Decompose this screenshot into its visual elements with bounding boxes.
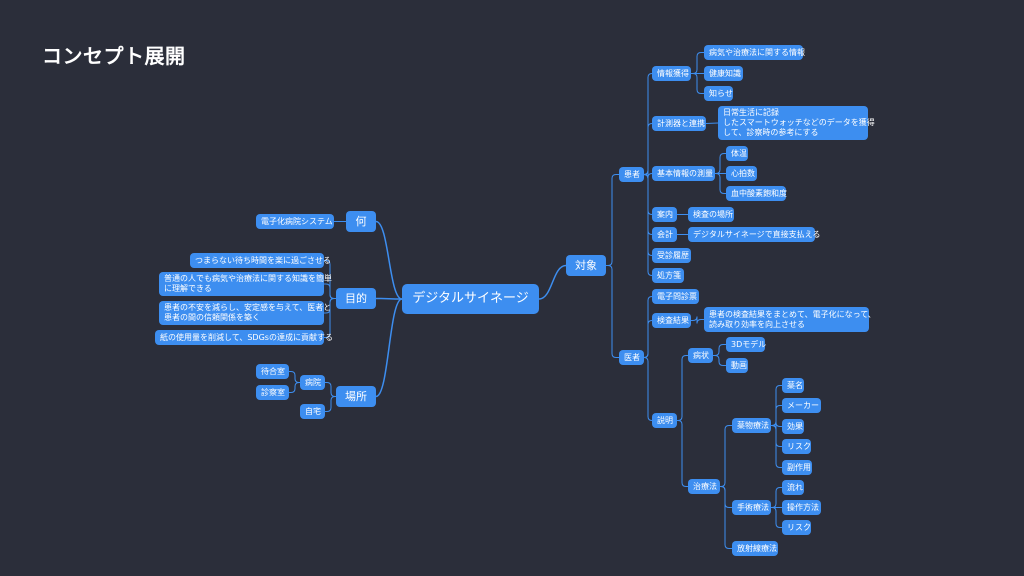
node-payment[interactable]: 会計 bbox=[652, 227, 677, 242]
node-surgery[interactable]: 手術療法 bbox=[732, 500, 771, 515]
node-purpose-item[interactable]: つまらない待ち時間を楽に過ごさせる bbox=[190, 253, 331, 268]
node-device-item[interactable]: 日常生活に記録 したスマートウォッチなどのデータを獲得 して、診察時の参考にする bbox=[718, 106, 875, 140]
branch-link bbox=[643, 170, 653, 178]
branch-link bbox=[677, 420, 688, 487]
node-basic[interactable]: 基本情報の測量 bbox=[652, 166, 715, 181]
branch-link bbox=[771, 507, 782, 528]
node-drug-item[interactable]: メーカー bbox=[782, 398, 821, 413]
node-explain[interactable]: 説明 bbox=[652, 413, 677, 428]
node-what-item[interactable]: 電子化病院システム bbox=[256, 214, 334, 229]
branch-link bbox=[643, 174, 653, 276]
branch-link bbox=[713, 344, 726, 356]
branch-link bbox=[325, 396, 336, 412]
branch-link bbox=[691, 52, 704, 74]
branch-link bbox=[705, 122, 719, 124]
branch-link bbox=[720, 486, 732, 508]
node-history[interactable]: 受診履歴 bbox=[652, 248, 691, 263]
node-drug-item[interactable]: 薬名 bbox=[782, 378, 804, 393]
main-link bbox=[375, 220, 403, 300]
node-purpose-item[interactable]: 紙の使用量を削減して、SDGsの達成に貢献する bbox=[155, 330, 333, 345]
branch-link bbox=[643, 123, 653, 175]
branch-link bbox=[715, 173, 726, 194]
node-info-item[interactable]: 知らせ bbox=[704, 86, 733, 101]
branch-link bbox=[289, 371, 300, 383]
node-prescription[interactable]: 処方箋 bbox=[652, 268, 684, 283]
node-hospital-item[interactable]: 診察室 bbox=[256, 385, 289, 400]
node-purpose[interactable]: 目的 bbox=[336, 288, 376, 309]
main-link bbox=[375, 297, 403, 300]
node-basic-item[interactable]: 心拍数 bbox=[726, 166, 757, 181]
node-drug-item[interactable]: リスク bbox=[782, 439, 811, 454]
node-root[interactable]: デジタルサイネージ bbox=[402, 284, 539, 314]
branch-link bbox=[606, 174, 619, 266]
node-condition[interactable]: 病状 bbox=[688, 348, 713, 363]
node-hospital-item[interactable]: 待合室 bbox=[256, 364, 289, 379]
branch-link bbox=[289, 382, 300, 393]
node-basic-item[interactable]: 血中酸素飽和度 bbox=[726, 186, 787, 201]
node-surgery-item[interactable]: リスク bbox=[782, 520, 811, 535]
node-exam[interactable]: 検査結果 bbox=[652, 313, 691, 328]
node-drug-item[interactable]: 副作用 bbox=[782, 460, 812, 475]
node-condition-item[interactable]: 動画 bbox=[726, 358, 748, 373]
node-drug-therapy[interactable]: 薬物療法 bbox=[732, 418, 771, 433]
branch-link bbox=[324, 298, 336, 338]
branch-link bbox=[691, 316, 704, 324]
node-condition-item[interactable]: 3Dモデル bbox=[726, 337, 766, 352]
node-exam-item[interactable]: 患者の検査結果をまとめて、電子化になって、 読み取り効率を向上させる bbox=[704, 307, 876, 332]
node-what[interactable]: 何 bbox=[346, 211, 376, 232]
node-device[interactable]: 計測器と連携 bbox=[652, 116, 706, 131]
branch-link bbox=[713, 355, 726, 366]
node-treatment[interactable]: 治療法 bbox=[688, 479, 720, 494]
branch-link bbox=[771, 487, 782, 508]
node-place[interactable]: 場所 bbox=[336, 386, 376, 407]
node-info-item[interactable]: 病気や治療法に関する情報 bbox=[704, 45, 805, 60]
branch-link bbox=[325, 382, 336, 397]
branch-link bbox=[720, 486, 732, 549]
node-doctor[interactable]: 医者 bbox=[619, 350, 644, 365]
node-home[interactable]: 自宅 bbox=[300, 404, 325, 419]
main-link bbox=[375, 298, 403, 398]
node-info[interactable]: 情報獲得 bbox=[652, 66, 691, 81]
node-info-item[interactable]: 健康知識 bbox=[704, 66, 743, 81]
node-guide-item[interactable]: 検査の場所 bbox=[688, 207, 734, 222]
branch-link bbox=[715, 153, 726, 174]
branch-link bbox=[677, 355, 688, 421]
node-patient[interactable]: 患者 bbox=[619, 167, 644, 182]
branch-link bbox=[643, 357, 653, 421]
node-emr[interactable]: 電子問診票 bbox=[652, 289, 699, 304]
node-guide[interactable]: 案内 bbox=[652, 207, 677, 222]
node-purpose-item[interactable]: 患者の不安を減らし、安定感を与えて、医者と 患者の間の信頼関係を築く bbox=[159, 301, 331, 325]
node-radiation[interactable]: 放射線療法 bbox=[732, 541, 778, 556]
branch-link bbox=[643, 320, 653, 358]
node-payment-item[interactable]: デジタルサイネージで直接支払える bbox=[688, 227, 820, 242]
node-target[interactable]: 対象 bbox=[566, 255, 606, 276]
branch-link bbox=[720, 425, 732, 487]
node-surgery-item[interactable]: 操作方法 bbox=[782, 500, 821, 515]
node-drug-item[interactable]: 効果 bbox=[782, 419, 804, 434]
node-purpose-item[interactable]: 普通の人でも病気や治療法に関する知識を簡単 に理解できる bbox=[159, 272, 332, 296]
main-link bbox=[538, 264, 567, 300]
node-hospital[interactable]: 病院 bbox=[300, 375, 325, 390]
branch-link bbox=[771, 425, 782, 468]
node-basic-item[interactable]: 体温 bbox=[726, 146, 748, 161]
branch-link bbox=[606, 265, 619, 358]
node-surgery-item[interactable]: 流れ bbox=[782, 480, 804, 495]
branch-link bbox=[691, 73, 704, 94]
page-title: コンセプト展開 bbox=[42, 44, 186, 68]
